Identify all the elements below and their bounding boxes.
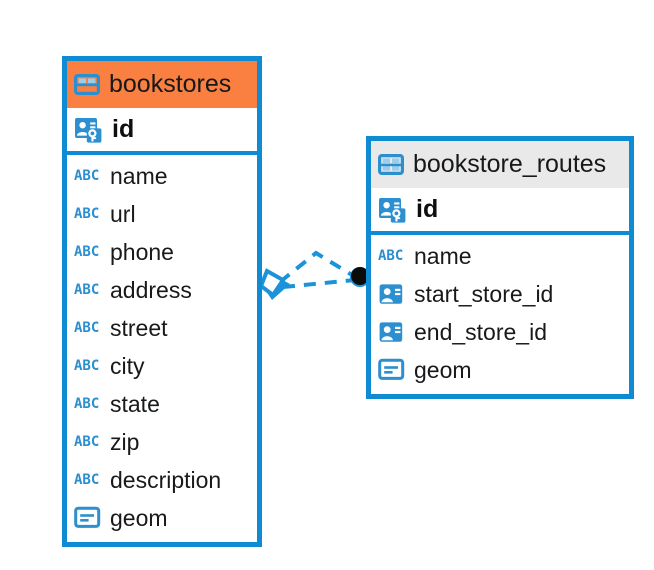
field-label: url <box>110 200 136 227</box>
foreign-key-icon <box>379 284 403 304</box>
field-label: start_store_id <box>414 280 554 307</box>
field-label: end_store_id <box>414 318 547 345</box>
relationship-line-upper <box>278 250 359 284</box>
field-row-url[interactable]: ABC url <box>67 195 257 233</box>
entity-bookstore-routes-header[interactable]: bookstore_routes <box>371 141 629 188</box>
diamond-outline-marker <box>258 268 286 298</box>
field-row-address[interactable]: ABC address <box>67 271 257 309</box>
text-type-icon: ABC <box>74 168 100 184</box>
field-label: name <box>414 242 472 269</box>
field-label: city <box>110 352 145 379</box>
geometry-type-icon <box>378 358 405 380</box>
field-row-geom[interactable]: geom <box>67 499 257 537</box>
relationship-line-lower <box>282 278 356 289</box>
text-type-icon: ABC <box>74 206 100 222</box>
entity-bookstore-routes-primary-key-row[interactable]: id <box>371 188 629 235</box>
text-type-icon: ABC <box>74 244 100 260</box>
entity-bookstores-primary-key-label: id <box>112 115 135 143</box>
entity-bookstores-primary-key-row[interactable]: id <box>67 108 257 155</box>
field-row-end-store-id[interactable]: end_store_id <box>371 313 629 351</box>
field-label: name <box>110 162 168 189</box>
field-row-city[interactable]: ABC city <box>67 347 257 385</box>
table-icon <box>378 154 404 175</box>
text-type-icon: ABC <box>74 434 100 450</box>
entity-bookstore-routes-primary-key-label: id <box>416 195 439 223</box>
geometry-type-icon <box>74 506 101 528</box>
text-type-icon: ABC <box>74 282 100 298</box>
entity-bookstore-routes-field-list: ABC name start_store_id <box>371 235 629 389</box>
field-row-name[interactable]: ABC name <box>67 157 257 195</box>
primary-key-icon <box>379 197 406 223</box>
entity-bookstores-title: bookstores <box>109 70 232 98</box>
field-label: geom <box>110 504 168 531</box>
field-row-street[interactable]: ABC street <box>67 309 257 347</box>
field-label: description <box>110 466 222 493</box>
entity-bookstores[interactable]: bookstores id ABC name ABC <box>62 56 262 547</box>
diamond-arrow-marker <box>264 272 290 300</box>
field-label: address <box>110 276 192 303</box>
text-type-icon: ABC <box>74 358 100 374</box>
field-row-state[interactable]: ABC state <box>67 385 257 423</box>
entity-bookstores-header[interactable]: bookstores <box>67 61 257 108</box>
field-label: zip <box>110 428 140 455</box>
text-type-icon: ABC <box>74 472 100 488</box>
text-type-icon: ABC <box>74 396 100 412</box>
field-row-description[interactable]: ABC description <box>67 461 257 499</box>
field-row-name[interactable]: ABC name <box>371 237 629 275</box>
entity-bookstore-routes[interactable]: bookstore_routes id ABC name <box>366 136 634 399</box>
field-row-phone[interactable]: ABC phone <box>67 233 257 271</box>
field-label: state <box>110 390 160 417</box>
field-label: geom <box>414 356 472 383</box>
field-row-geom[interactable]: geom <box>371 351 629 389</box>
foreign-key-icon <box>379 322 403 342</box>
entity-bookstore-routes-title: bookstore_routes <box>413 150 607 178</box>
table-icon <box>74 74 100 95</box>
entity-bookstores-field-list: ABC name ABC url ABC phone ABC address A… <box>67 155 257 537</box>
text-type-icon: ABC <box>378 248 404 264</box>
field-row-zip[interactable]: ABC zip <box>67 423 257 461</box>
primary-key-icon <box>75 117 102 143</box>
field-label: phone <box>110 238 174 265</box>
field-row-start-store-id[interactable]: start_store_id <box>371 275 629 313</box>
text-type-icon: ABC <box>74 320 100 336</box>
field-label: street <box>110 314 168 341</box>
